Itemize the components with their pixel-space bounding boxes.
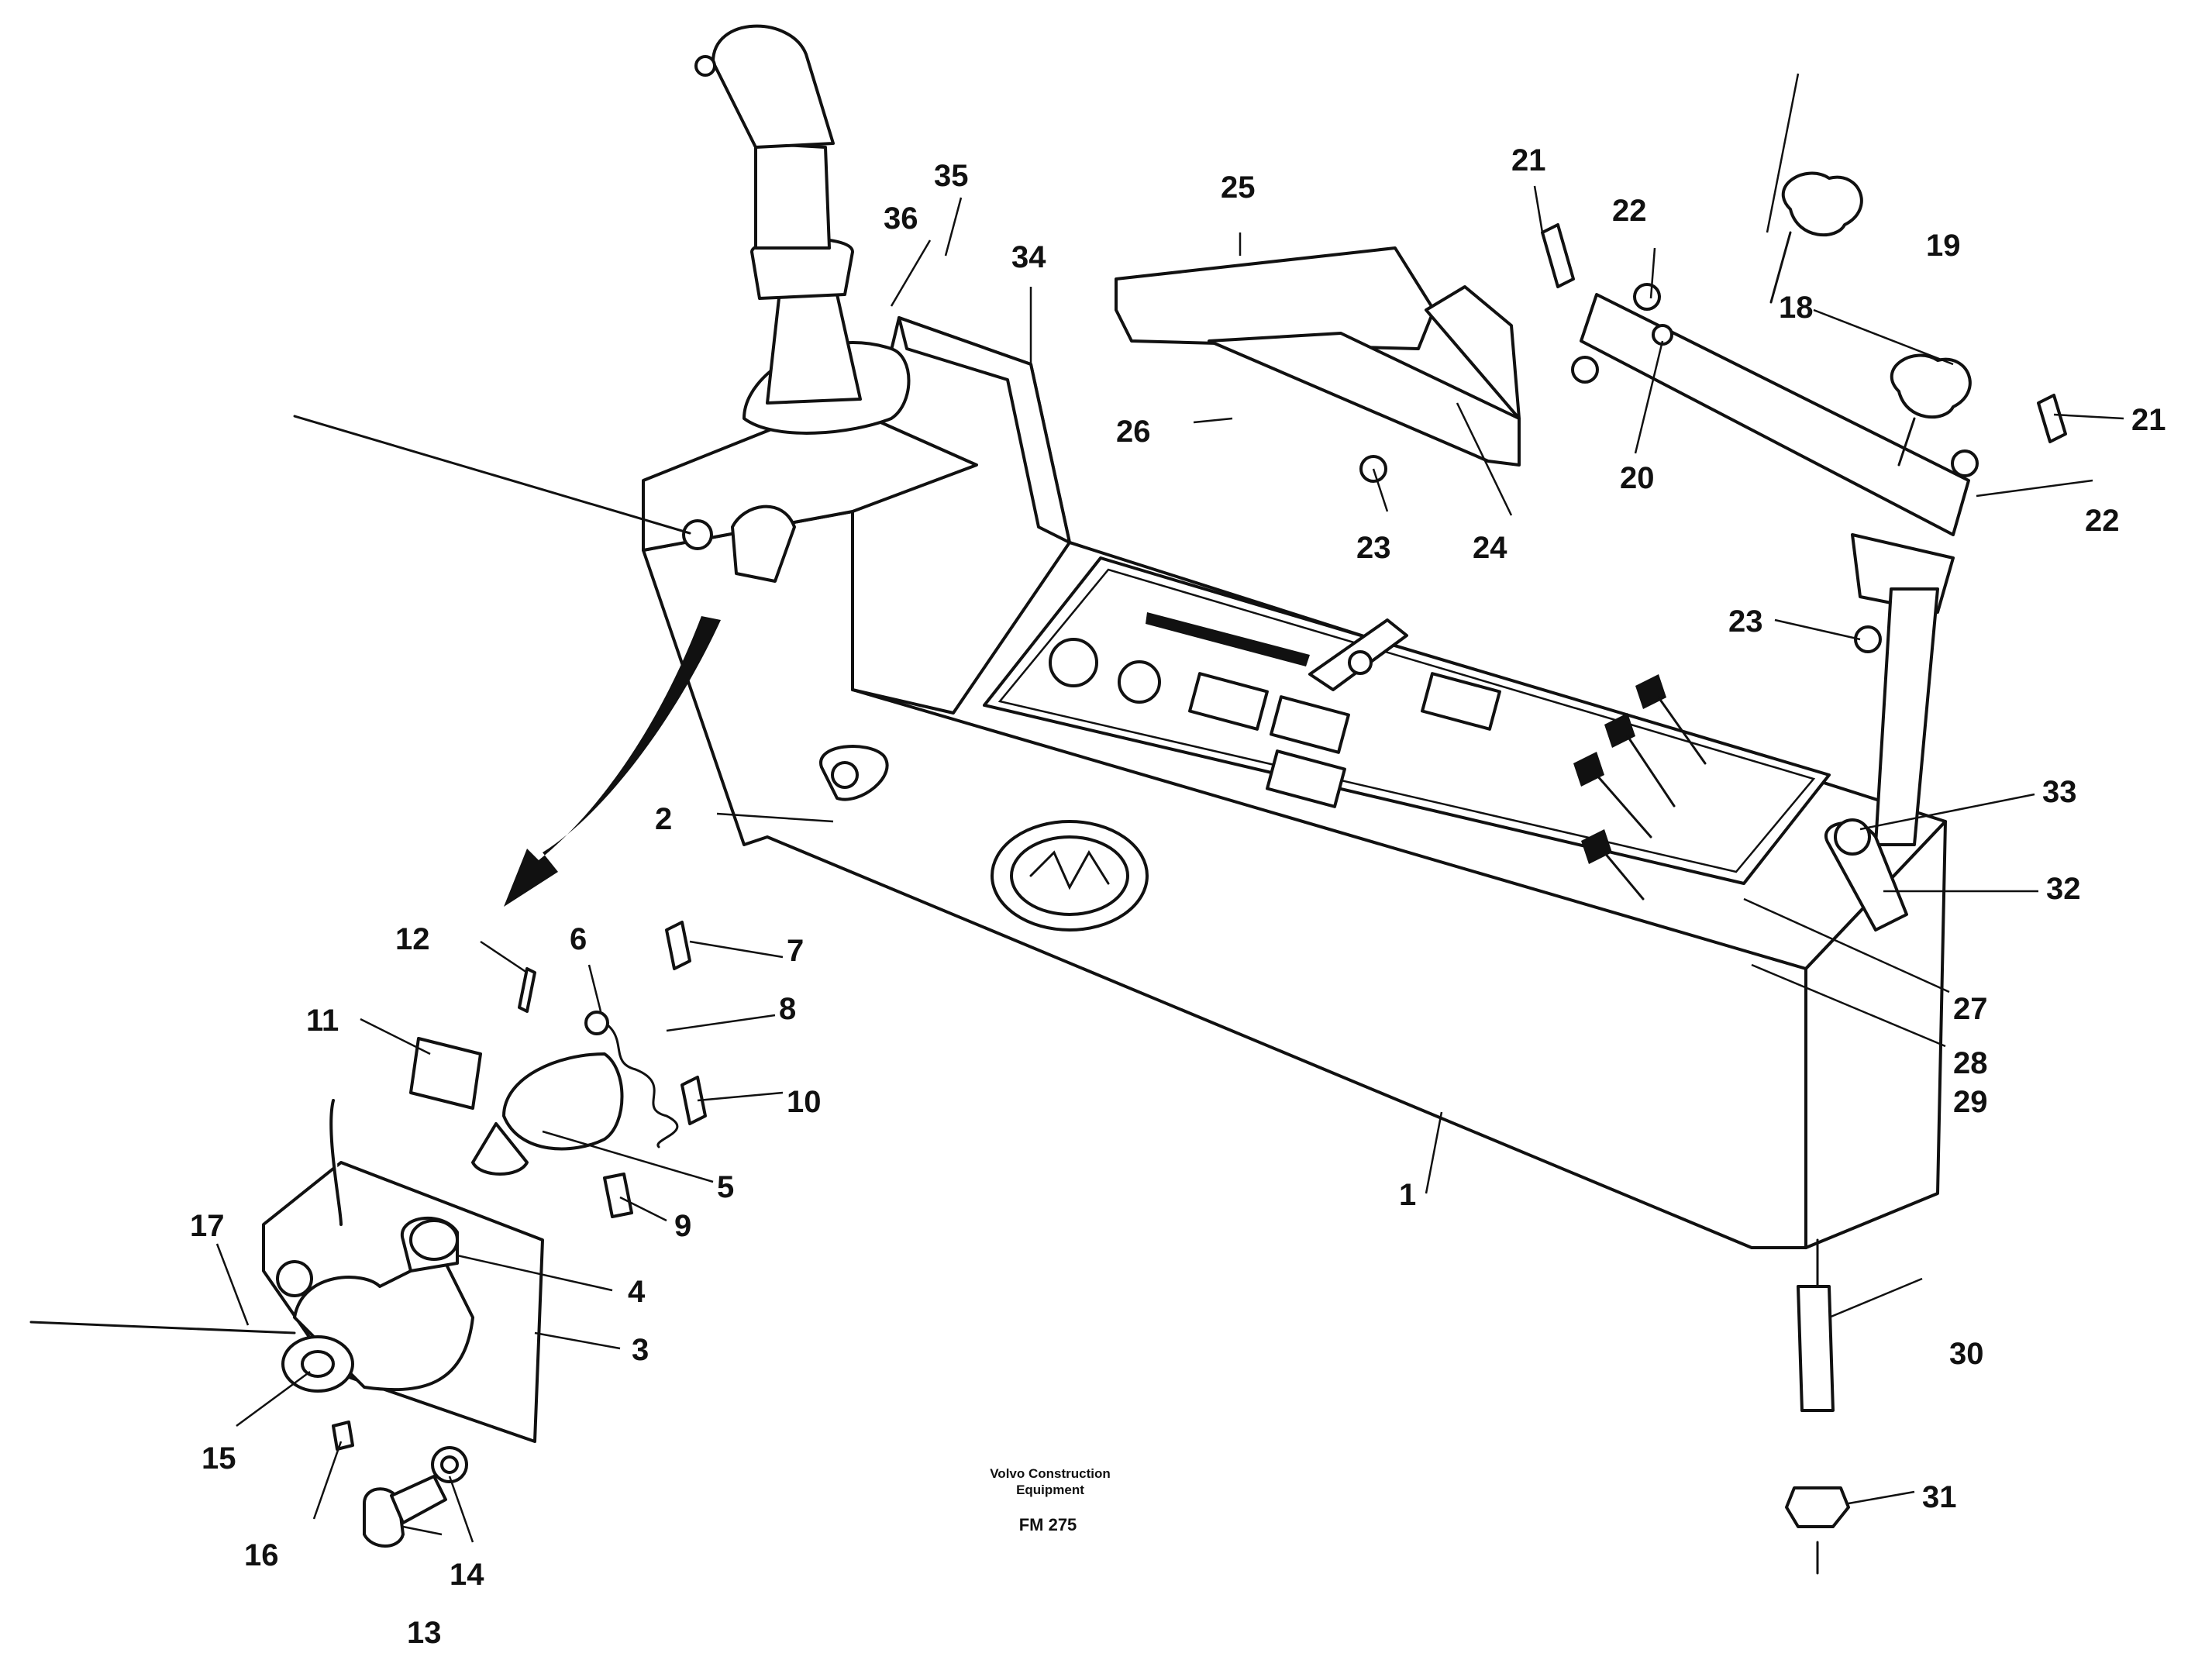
- callout-17: 17: [190, 1209, 225, 1243]
- callout-25: 25: [1221, 170, 1256, 205]
- callout-19: 19: [1926, 229, 1961, 263]
- callout-30: 30: [1949, 1337, 1984, 1371]
- callout-1: 1: [1399, 1178, 1416, 1212]
- callout-11: 11: [306, 1004, 339, 1038]
- credit-line-2: Equipment: [1016, 1483, 1084, 1497]
- credit-block: Volvo Construction Equipment FM 275: [990, 1466, 1111, 1534]
- callout-21a: 21: [1511, 143, 1546, 177]
- detail-assembly: [29, 616, 721, 1548]
- callout-23a: 23: [1356, 531, 1391, 565]
- callout-9: 9: [674, 1209, 691, 1243]
- callout-33: 33: [2042, 775, 2077, 809]
- callout-8: 8: [779, 992, 796, 1026]
- callout-21b: 21: [2131, 403, 2166, 437]
- figure-code: FM 275: [1019, 1515, 1077, 1534]
- callout-6: 6: [570, 922, 587, 956]
- callout-3: 3: [632, 1333, 649, 1367]
- shift-lever: [293, 24, 911, 583]
- callout-22a: 22: [1612, 194, 1647, 228]
- control-panel: [983, 556, 1831, 901]
- callout-26: 26: [1116, 415, 1151, 449]
- callout-4: 4: [628, 1275, 646, 1309]
- armrest: [1115, 171, 2067, 846]
- callout-22b: 22: [2085, 504, 2120, 538]
- callout-31: 31: [1922, 1480, 1957, 1514]
- callout-numbers: 1 2 3 4 5 6 7 8 9 10 11 12 13 14 15 16 1…: [190, 143, 2166, 1650]
- callout-7: 7: [787, 934, 804, 968]
- callout-35: 35: [934, 159, 969, 193]
- callout-29: 29: [1953, 1085, 1988, 1119]
- callout-20: 20: [1620, 461, 1655, 495]
- callout-2: 2: [655, 802, 672, 836]
- callout-32: 32: [2046, 872, 2081, 906]
- callout-18: 18: [1779, 291, 1814, 325]
- lock-lever-assembly: [1785, 818, 1908, 1575]
- callout-10: 10: [787, 1085, 822, 1119]
- callout-5: 5: [717, 1170, 734, 1204]
- callout-12: 12: [395, 922, 430, 956]
- leader-lines: [215, 73, 2124, 1543]
- callout-36: 36: [884, 201, 918, 236]
- callout-27: 27: [1953, 992, 1988, 1026]
- callout-34: 34: [1011, 240, 1046, 274]
- callout-14: 14: [450, 1558, 484, 1592]
- credit-line-1: Volvo Construction: [990, 1466, 1111, 1481]
- callout-23b: 23: [1728, 604, 1763, 639]
- callout-16: 16: [244, 1538, 279, 1572]
- callout-24: 24: [1473, 531, 1507, 565]
- callout-28: 28: [1953, 1046, 1988, 1080]
- callout-13: 13: [407, 1616, 442, 1650]
- callout-15: 15: [202, 1441, 236, 1476]
